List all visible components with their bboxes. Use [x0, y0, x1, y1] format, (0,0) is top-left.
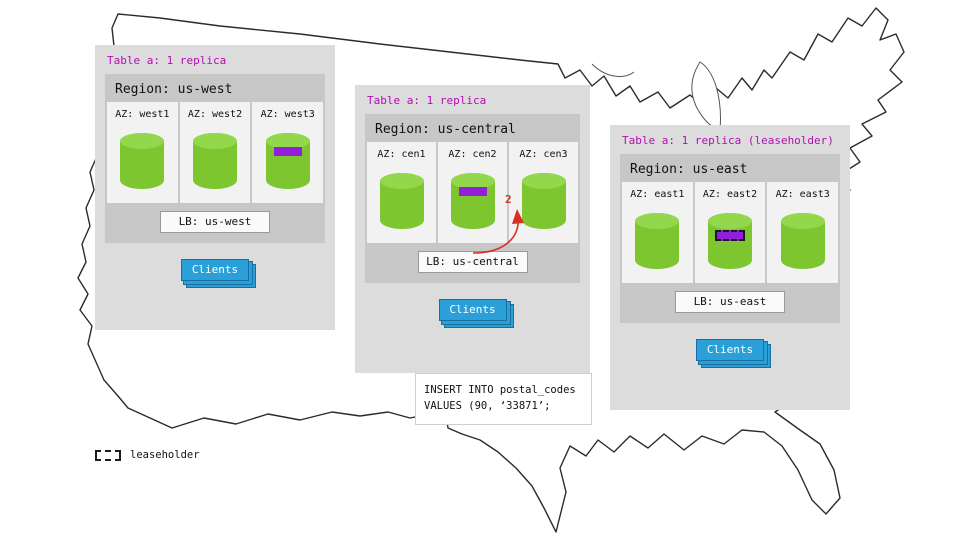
panel-us-east: Table a: 1 replica (leaseholder) Region:… — [610, 125, 850, 410]
az-label: AZ: cen1 — [377, 149, 426, 160]
az-cen2: AZ: cen2 — [438, 142, 507, 243]
database-cylinder — [265, 133, 310, 189]
az-west3: AZ: west3 — [252, 102, 324, 203]
panel-us-west: Table a: 1 replica Region: us-west AZ: w… — [95, 45, 335, 330]
az-label: AZ: cen3 — [519, 149, 568, 160]
great-lake-icon — [591, 63, 635, 77]
az-label: AZ: east1 — [630, 189, 685, 200]
legend-label: leaseholder — [130, 449, 200, 461]
table-replica-label: Table a: 1 replica — [107, 54, 227, 67]
az-label: AZ: west1 — [115, 109, 170, 120]
az-label: AZ: west3 — [260, 109, 315, 120]
az-label: AZ: east2 — [702, 189, 758, 200]
clients-button: Clients — [696, 339, 764, 361]
database-cylinder — [193, 133, 237, 189]
replica-chip — [458, 187, 487, 196]
sql-line: INSERT INTO postal_codes — [424, 384, 576, 396]
az-east1: AZ: east1 — [622, 182, 693, 283]
az-label: AZ: west2 — [187, 109, 243, 120]
clients-button: Clients — [438, 299, 507, 321]
az-label: AZ: east3 — [775, 189, 830, 200]
region-title: Region: us-west — [115, 82, 233, 97]
database-cylinder — [635, 213, 680, 269]
az-row: AZ: west1 AZ: west2 AZ: west3 — [105, 102, 325, 203]
replica-chip — [273, 147, 302, 156]
load-balancer-us-central: LB: us-central — [417, 251, 528, 273]
az-row: AZ: cen1 AZ: cen2 AZ: cen3 — [365, 142, 580, 243]
region-title: Region: us-central — [375, 122, 516, 137]
az-cen1: AZ: cen1 — [367, 142, 436, 243]
az-west1: AZ: west1 — [107, 102, 178, 203]
load-balancer-us-west: LB: us-west — [160, 211, 270, 233]
sql-statement: INSERT INTO postal_codes VALUES (90, ‘33… — [415, 373, 592, 425]
az-west2: AZ: west2 — [179, 102, 251, 203]
legend: leaseholder — [95, 449, 200, 461]
table-replica-label: Table a: 1 replica — [367, 94, 487, 107]
database-cylinder — [379, 173, 424, 229]
panel-us-central: Table a: 1 replica Region: us-central AZ… — [355, 85, 590, 373]
table-replica-label: Table a: 1 replica (leaseholder) — [622, 134, 834, 147]
database-cylinder — [450, 173, 495, 229]
database-cylinder — [120, 133, 165, 189]
load-balancer-us-east: LB: us-east — [675, 291, 785, 313]
az-label: AZ: cen2 — [448, 149, 497, 160]
database-cylinder — [708, 213, 752, 269]
region-us-east: Region: us-east AZ: east1 AZ: east2 AZ: … — [620, 154, 840, 323]
clients-button: Clients — [181, 259, 249, 281]
database-cylinder — [521, 173, 566, 229]
leaseholder-swatch-icon — [95, 449, 121, 461]
sql-line: VALUES (90, ‘33871’; — [424, 400, 551, 412]
region-title: Region: us-east — [630, 162, 748, 177]
database-cylinder — [780, 213, 825, 269]
az-row: AZ: east1 AZ: east2 AZ: east3 — [620, 182, 840, 283]
az-east3: AZ: east3 — [767, 182, 839, 283]
leaseholder-replica-chip — [715, 230, 745, 241]
az-cen3: AZ: cen3 — [509, 142, 578, 243]
region-us-west: Region: us-west AZ: west1 AZ: west2 AZ: … — [105, 74, 325, 243]
region-us-central: Region: us-central AZ: cen1 AZ: cen2 AZ:… — [365, 114, 580, 283]
az-east2: AZ: east2 — [694, 182, 766, 283]
